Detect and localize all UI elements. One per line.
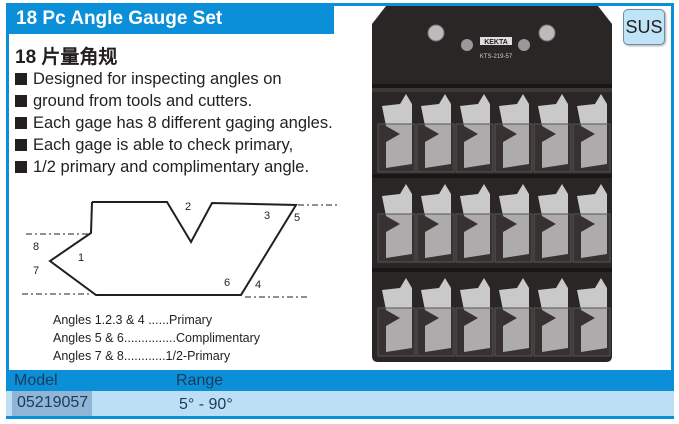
feature-text: Each gage is able to check primary, <box>33 136 294 154</box>
pouch-pocket <box>416 213 455 263</box>
bullet-square-icon <box>15 117 27 129</box>
feature-text: Each gage has 8 different gaging angles. <box>33 114 333 132</box>
bullet-square-icon <box>15 95 27 107</box>
pouch-pocket <box>377 213 416 263</box>
model-number-cell[interactable]: 05219057 <box>12 391 93 416</box>
material-badge: SUS <box>623 9 665 45</box>
angle-label-3: 3 <box>264 210 271 222</box>
feature-item: 1/2 primary and complimentary angle. <box>15 156 333 178</box>
pouch-pocket <box>455 213 494 263</box>
top-border <box>334 3 674 6</box>
feature-list: Designed for inspecting angles on ground… <box>15 68 333 178</box>
pouch-pocket <box>455 123 494 173</box>
angle-gauge-blade <box>382 184 412 258</box>
angle-gauge-blade <box>577 94 607 168</box>
feature-text: Designed for inspecting angles on <box>33 70 282 88</box>
pouch-pocket <box>377 307 416 357</box>
pouch-row-seam <box>372 174 612 178</box>
table-row: 05219057 5° - 90° <box>6 391 674 416</box>
angle-gauge-blade <box>499 278 529 352</box>
angle-gauge-blade <box>538 184 568 258</box>
snap-button-icon <box>427 24 445 42</box>
snap-button-icon <box>538 24 556 42</box>
pouch-pocket <box>572 307 611 357</box>
column-header-model: Model <box>14 372 58 389</box>
pouch-pocket <box>494 123 533 173</box>
pouch-row-seam <box>372 268 612 272</box>
angle-label-8: 8 <box>33 241 40 253</box>
pouch-row-seam <box>372 84 612 88</box>
pouch-pocket <box>494 213 533 263</box>
feature-item: ground from tools and cutters. <box>15 90 333 112</box>
gauge-pouch-illustration: KEKTA KTS-219-57 <box>372 6 612 362</box>
pouch-pocket <box>533 123 572 173</box>
pouch-pocket <box>455 307 494 357</box>
angle-gauge-blade <box>499 94 529 168</box>
angle-gauge-blade <box>499 184 529 258</box>
legend-line: Angles 5 & 6...............Complimentary <box>53 331 261 345</box>
legend-line: Angles 1.2.3 & 4 ......Primary <box>53 313 213 327</box>
pouch-pocket <box>533 307 572 357</box>
pouch-pocket <box>377 123 416 173</box>
pouch-pocket <box>416 307 455 357</box>
feature-item: Each gage is able to check primary, <box>15 134 333 156</box>
angle-gauge-blade <box>382 278 412 352</box>
angle-label-1: 1 <box>78 252 85 264</box>
feature-item: Designed for inspecting angles on <box>15 68 333 90</box>
legend-line: Angles 7 & 8............1/2-Primary <box>53 349 231 363</box>
range-cell: 5° - 90° <box>179 396 233 413</box>
angle-gauge-blade <box>577 278 607 352</box>
angle-gauge-blade <box>421 278 451 352</box>
feature-item: Each gage has 8 different gaging angles. <box>15 112 333 134</box>
angle-gauge-blade <box>382 94 412 168</box>
pouch-pocket <box>572 123 611 173</box>
angle-label-7: 7 <box>33 265 40 277</box>
angle-gauge-blade <box>538 94 568 168</box>
bullet-square-icon <box>15 73 27 85</box>
angle-label-5: 5 <box>294 212 301 224</box>
bullet-square-icon <box>15 161 27 173</box>
angle-gauge-blade <box>577 184 607 258</box>
feature-text: ground from tools and cutters. <box>33 92 253 110</box>
angle-label-6: 6 <box>224 277 231 289</box>
pouch-pocket <box>416 123 455 173</box>
page-title: 18 Pc Angle Gauge Set <box>6 3 334 34</box>
logo-emblem-icon <box>461 39 473 51</box>
angle-gauge-blade <box>460 94 490 168</box>
gauge-diagram: 2 3 5 8 1 7 6 4 <box>0 190 340 305</box>
column-header-range: Range <box>176 372 224 389</box>
angle-gauge-blade <box>460 278 490 352</box>
table-header-row: Model Range <box>6 370 674 391</box>
gauge-outline-svg <box>22 201 340 298</box>
chinese-title: 18 片量角规 <box>15 47 118 68</box>
brand-logo-text: KEKTA <box>484 39 508 46</box>
pouch-pocket <box>533 213 572 263</box>
product-image: KEKTA KTS-219-57 <box>372 6 618 362</box>
model-code-text: KTS-219-57 <box>480 54 513 60</box>
angle-gauge-blade <box>538 278 568 352</box>
bullet-square-icon <box>15 139 27 151</box>
pouch-pocket <box>572 213 611 263</box>
feature-text: 1/2 primary and complimentary angle. <box>33 158 310 176</box>
angle-label-2: 2 <box>185 201 192 213</box>
angle-gauge-blade <box>460 184 490 258</box>
angle-gauge-blade <box>421 94 451 168</box>
gauge-outline <box>48 201 298 296</box>
logo-emblem-icon <box>518 39 530 51</box>
product-card-frame <box>6 3 674 419</box>
pouch-pocket <box>494 307 533 357</box>
angle-gauge-blade <box>421 184 451 258</box>
angle-legend: Angles 1.2.3 & 4 ......Primary Angles 5 … <box>53 311 260 365</box>
angle-label-4: 4 <box>255 279 262 291</box>
